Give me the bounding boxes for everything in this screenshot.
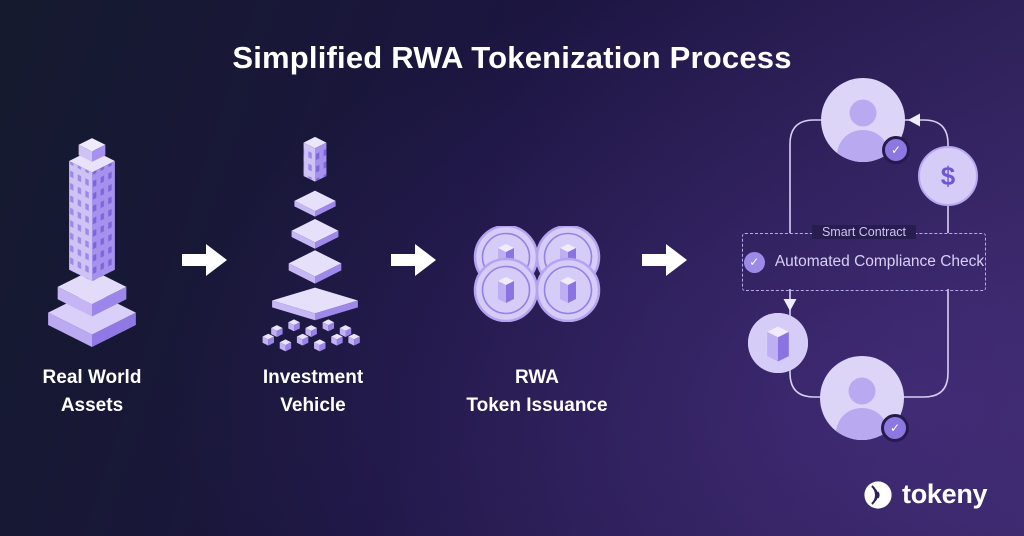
investment-vehicle-illustration xyxy=(262,136,360,352)
tokeny-logo-icon xyxy=(864,480,892,509)
asset-circle xyxy=(748,313,808,373)
stage-label-investment-vehicle: Investment Vehicle xyxy=(262,367,364,416)
check-icon: ✓ xyxy=(882,136,910,164)
smart-contract-label: Smart Contract xyxy=(811,225,917,239)
compliance-check-label: Automated Compliance Check xyxy=(774,253,985,270)
building-icon xyxy=(748,313,808,373)
building-illustration xyxy=(48,138,136,347)
compliance-check-row: ✓ Automated Compliance Check xyxy=(743,234,985,290)
check-icon: ✓ xyxy=(743,251,765,273)
stage-label-rwa-token-issuance: RWA Token Issuance xyxy=(466,367,608,416)
smart-contract-box: Smart Contract ✓ Automated Compliance Ch… xyxy=(742,225,986,291)
arrow-icon xyxy=(391,244,436,276)
stage-label-real-world-assets: Real World Assets xyxy=(42,367,142,416)
arrow-icon xyxy=(642,244,687,276)
check-icon: ✓ xyxy=(881,414,909,442)
token-coins-illustration xyxy=(469,226,605,322)
brand-logo: tokeny xyxy=(863,479,988,510)
brand-name: tokeny xyxy=(902,479,988,509)
page-title: Simplified RWA Tokenization Process xyxy=(232,40,792,75)
dollar-icon: $ xyxy=(918,146,978,206)
arrow-icon xyxy=(182,244,227,276)
